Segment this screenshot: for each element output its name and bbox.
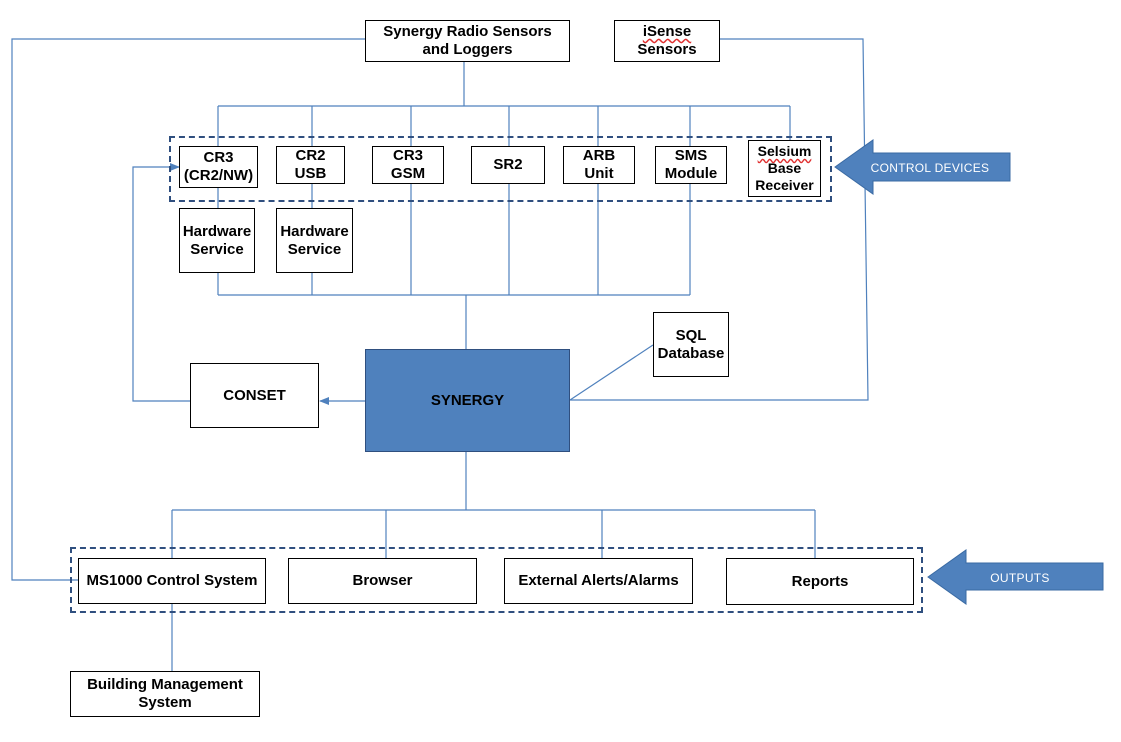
outputs-arrow-shape: [927, 549, 1104, 605]
conset-box: CONSET: [190, 363, 319, 428]
hardware-service-1-box: Hardware Service: [179, 208, 255, 273]
building-management-system-box: Building Management System: [70, 671, 260, 717]
reports-label: Reports: [791, 572, 849, 590]
external-alerts-label: External Alerts/Alarms: [518, 572, 679, 589]
sr2-box: SR2: [471, 146, 545, 184]
conset-label: CONSET: [223, 386, 286, 404]
sr2-label: SR2: [493, 156, 523, 173]
external-alerts-box: External Alerts/Alarms: [504, 558, 693, 604]
selsium-base-receiver-label: Base Receiver: [755, 160, 814, 193]
hardware-service-2-label: Hardware Service: [280, 222, 349, 258]
sql-database-box: SQL Database: [653, 312, 729, 377]
building-management-system-label: Building Management System: [87, 676, 243, 711]
cr3-gsm-label: CR3 GSM: [390, 147, 426, 182]
cr3-gsm-box: CR3 GSM: [372, 146, 444, 184]
hardware-service-1-label: Hardware Service: [182, 222, 252, 258]
sql-database-label: SQL Database: [657, 326, 725, 362]
isense-sensors-box: iSense Sensors: [614, 20, 720, 62]
browser-box: Browser: [288, 558, 477, 604]
control-devices-group: [169, 136, 832, 202]
isense-to-synergy-line: [570, 38, 869, 401]
selsium-base-receiver-box: Selsium Base Receiver: [748, 140, 821, 197]
sensor-to-ms1000-line: [11, 38, 365, 581]
synergy-radio-sensors-box: Synergy Radio Sensors and Loggers: [365, 20, 570, 62]
reports-box: Reports: [726, 558, 914, 605]
synergy-core-box: SYNERGY: [365, 349, 570, 452]
cr3-cr2nw-box: CR3 (CR2/NW): [179, 146, 258, 188]
arb-unit-box: ARB Unit: [563, 146, 635, 184]
cr2-usb-box: CR2 USB: [276, 146, 345, 184]
ms1000-control-system-label: MS1000 Control System: [86, 572, 258, 589]
arb-unit-label: ARB Unit: [582, 147, 616, 182]
browser-label: Browser: [352, 572, 413, 589]
isense-brand-label: iSense: [642, 23, 692, 40]
selsium-brand-label: Selsium: [757, 143, 812, 159]
outputs-group: [70, 547, 923, 613]
sql-to-synergy-line: [569, 344, 654, 401]
synergy-label: SYNERGY: [430, 391, 505, 409]
control-devices-callout: CONTROL DEVICES: [834, 139, 1011, 195]
sms-module-box: SMS Module: [655, 146, 727, 184]
isense-sensors-label: Sensors: [637, 41, 697, 58]
cr3-cr2nw-label: CR3 (CR2/NW): [183, 149, 254, 184]
synergy-radio-sensors-label: Synergy Radio Sensors and Loggers: [383, 23, 552, 58]
ms1000-control-system-box: MS1000 Control System: [78, 558, 266, 604]
outputs-callout: OUTPUTS: [927, 549, 1104, 605]
control-devices-arrow-shape: [834, 139, 1011, 195]
conset-to-cr3-arrow: [132, 163, 190, 402]
outputs-label: OUTPUTS: [990, 571, 1049, 585]
control-devices-label: CONTROL DEVICES: [871, 161, 990, 175]
sms-module-label: SMS Module: [664, 147, 718, 182]
cr2-usb-label: CR2 USB: [294, 147, 327, 182]
hardware-service-2-box: Hardware Service: [276, 208, 353, 273]
